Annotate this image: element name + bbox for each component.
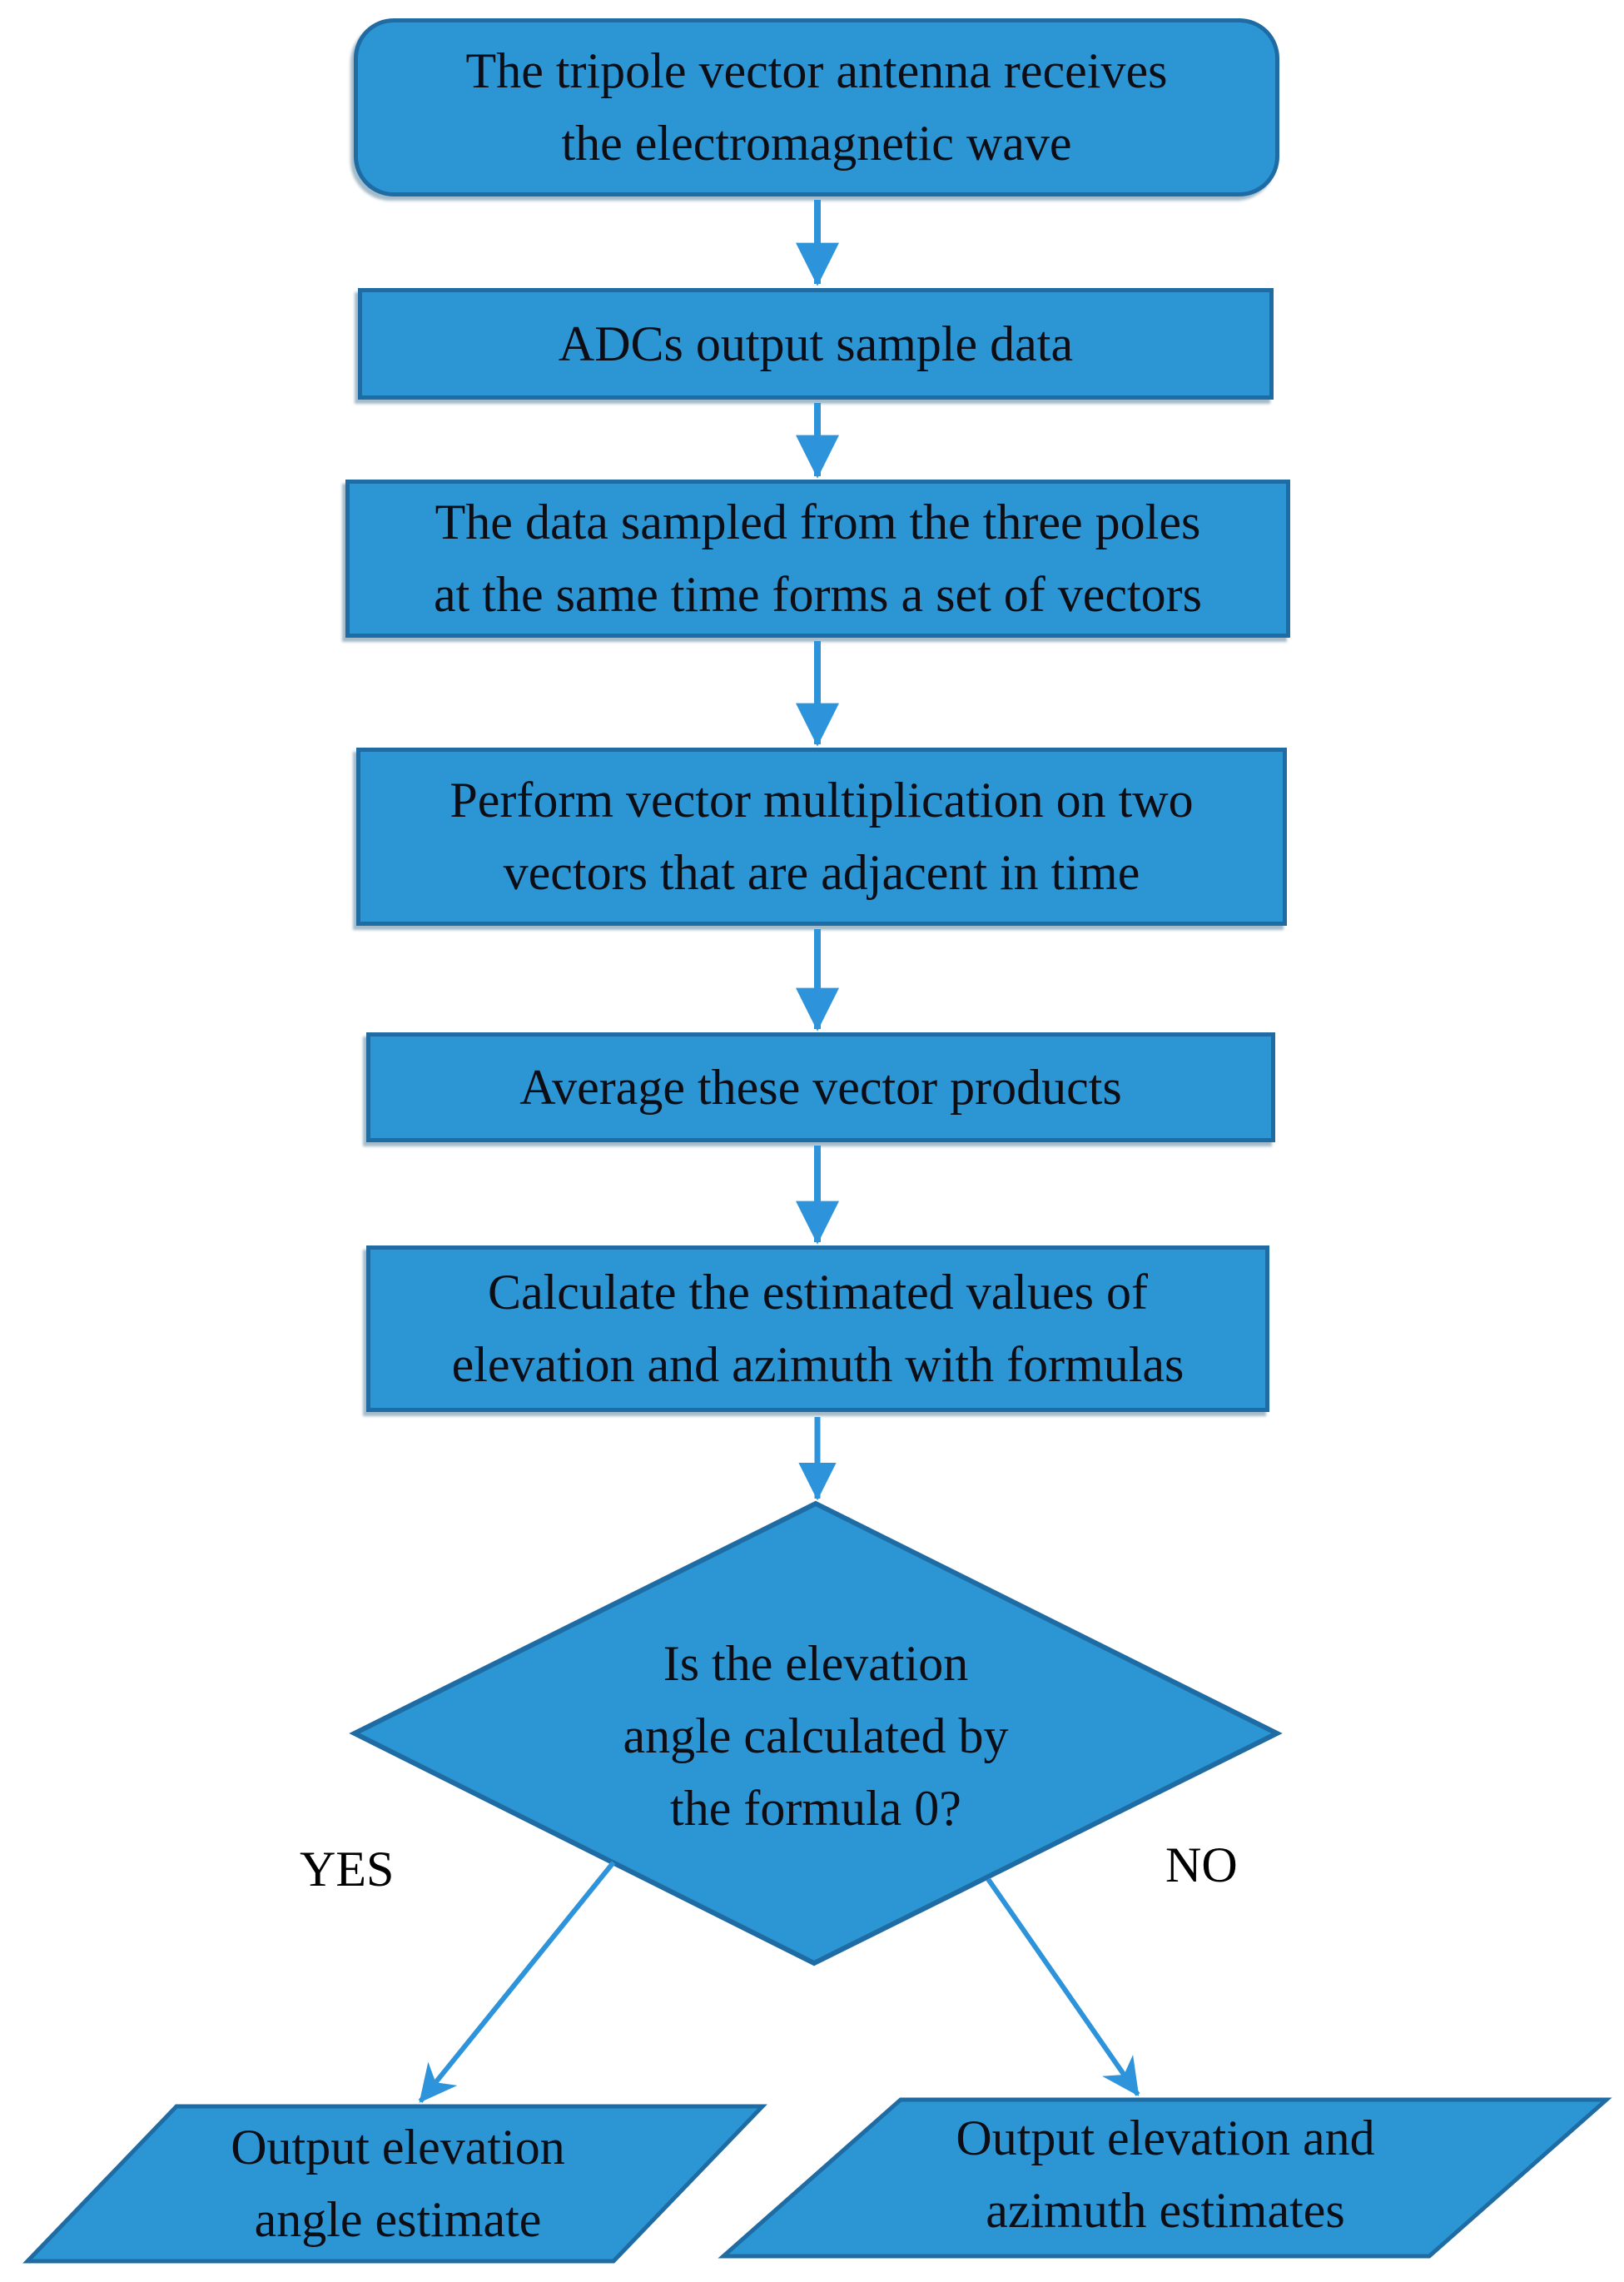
label-no: NO bbox=[1165, 1837, 1238, 1892]
node-multiply: Perform vector multiplication on two vec… bbox=[356, 748, 1287, 926]
node-adc-output-label: ADCs output sample data bbox=[558, 316, 1074, 371]
node-start: The tripole vector antenna receives the … bbox=[354, 18, 1279, 196]
node-calculate-label: Calculate the estimated values of elevat… bbox=[451, 1265, 1184, 1392]
node-average: Average these vector products bbox=[366, 1032, 1275, 1142]
label-yes: YES bbox=[300, 1842, 395, 1897]
node-adc-output: ADCs output sample data bbox=[358, 288, 1274, 400]
arrow-yes-branch bbox=[418, 1861, 616, 2103]
output-elevation-shape bbox=[22, 2104, 767, 2264]
node-form-vectors: The data sampled from the three poles at… bbox=[345, 480, 1290, 638]
node-calculate: Calculate the estimated values of elevat… bbox=[366, 1245, 1269, 1412]
node-start-label: The tripole vector antenna receives the … bbox=[465, 43, 1168, 171]
node-multiply-label: Perform vector multiplication on two vec… bbox=[449, 773, 1194, 900]
node-form-vectors-label: The data sampled from the three poles at… bbox=[433, 495, 1203, 622]
decision-diamond-shape bbox=[349, 1500, 1283, 1966]
arrow-no-branch bbox=[986, 1877, 1140, 2096]
output-both-shape bbox=[718, 2097, 1612, 2259]
node-average-label: Average these vector products bbox=[519, 1059, 1122, 1115]
